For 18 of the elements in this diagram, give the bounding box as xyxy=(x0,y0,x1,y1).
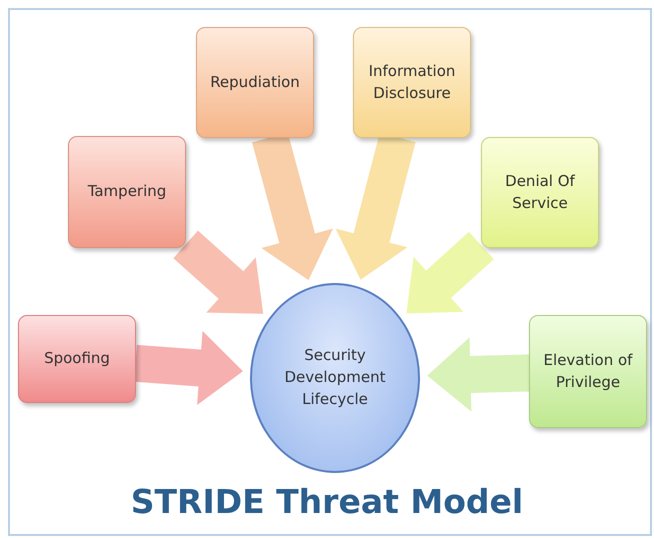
diagram-title: STRIDE Threat Model xyxy=(130,482,524,521)
node-label: Tampering xyxy=(86,181,168,202)
rounded-box xyxy=(18,315,136,403)
node-label: Elevation of Privilege xyxy=(542,350,634,392)
node-label: Security Development Lifecycle xyxy=(284,345,386,410)
block-arrow xyxy=(134,331,243,406)
node-label: Repudiation xyxy=(209,72,301,93)
block-arrow xyxy=(427,337,530,412)
rounded-box xyxy=(529,315,647,428)
node-label: Denial Of Service xyxy=(504,170,576,214)
block-arrow xyxy=(173,230,264,314)
node-label: Spoofing xyxy=(43,348,111,370)
rounded-box xyxy=(196,27,314,138)
node-label: Information Disclosure xyxy=(368,60,456,104)
block-arrow xyxy=(406,232,494,314)
rounded-box xyxy=(481,137,599,248)
rounded-box xyxy=(353,27,471,138)
rounded-box xyxy=(68,136,186,248)
